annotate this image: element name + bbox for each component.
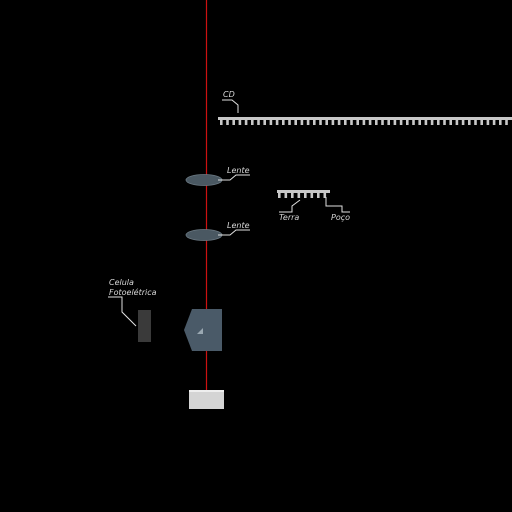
land-label: Terra bbox=[279, 213, 299, 222]
pit-tooth bbox=[300, 119, 304, 125]
pit-tooth bbox=[344, 119, 347, 125]
pit-tooth bbox=[461, 119, 465, 125]
pit-tooth bbox=[362, 119, 366, 125]
pit-tooth bbox=[430, 119, 434, 125]
pit-tooth bbox=[304, 192, 307, 198]
pit-tooth bbox=[356, 119, 359, 125]
lens-bottom-label: Lente bbox=[227, 221, 250, 230]
laser-emitter-icon bbox=[189, 390, 224, 409]
emitter-highlight bbox=[189, 390, 224, 392]
cd-label: CD bbox=[223, 90, 235, 99]
pit-tooth bbox=[375, 119, 378, 125]
pit-tooth bbox=[319, 119, 322, 125]
pit-tooth bbox=[310, 192, 314, 198]
pit-tooth bbox=[220, 119, 223, 125]
detail-pits bbox=[278, 192, 327, 198]
pit-tooth bbox=[294, 119, 297, 125]
lens-bottom-leader bbox=[218, 229, 250, 236]
cd-surface bbox=[218, 117, 512, 120]
photocell-leader bbox=[108, 296, 137, 327]
cd-leader bbox=[222, 99, 239, 113]
pit-tooth bbox=[278, 192, 281, 198]
pit-tooth bbox=[492, 119, 496, 125]
pit-tooth bbox=[449, 119, 452, 125]
pit-tooth bbox=[244, 119, 248, 125]
pit-tooth bbox=[291, 192, 294, 198]
lens-bottom-icon bbox=[185, 229, 223, 241]
pit-tooth bbox=[443, 119, 446, 125]
pit-tooth bbox=[251, 119, 254, 125]
pit-tooth bbox=[323, 192, 327, 198]
detail-surface bbox=[277, 190, 330, 193]
pit-tooth bbox=[480, 119, 483, 125]
pit-tooth bbox=[393, 119, 397, 125]
pit-tooth bbox=[232, 119, 235, 125]
photocell-label-line1: Celula bbox=[109, 278, 134, 287]
land-pit-detail bbox=[277, 190, 330, 198]
pit-tooth bbox=[297, 192, 301, 198]
pit-tooth bbox=[486, 119, 490, 125]
photocell-icon bbox=[138, 310, 151, 342]
pit-tooth bbox=[288, 119, 291, 125]
pit-leader bbox=[325, 197, 350, 213]
pit-tooth bbox=[331, 119, 335, 125]
pit-tooth bbox=[437, 119, 440, 125]
pit-tooth bbox=[412, 119, 415, 125]
pit-tooth bbox=[275, 119, 279, 125]
lens-top-icon bbox=[185, 174, 223, 186]
pit-tooth bbox=[424, 119, 428, 125]
pit-tooth bbox=[269, 119, 273, 125]
pit-tooth bbox=[325, 119, 328, 125]
pit-tooth bbox=[399, 119, 403, 125]
pit-tooth bbox=[257, 119, 260, 125]
pit-tooth bbox=[455, 119, 459, 125]
lens-top-label: Lente bbox=[227, 166, 250, 175]
cd-pits bbox=[220, 119, 508, 125]
pit-tooth bbox=[350, 119, 353, 125]
pit-tooth bbox=[313, 119, 316, 125]
pit-tooth bbox=[468, 119, 471, 125]
pit-tooth bbox=[263, 119, 266, 125]
pit-tooth bbox=[284, 192, 288, 198]
pit-label: Poço bbox=[331, 213, 350, 222]
land-leader bbox=[279, 199, 301, 213]
pit-tooth bbox=[406, 119, 409, 125]
pit-tooth bbox=[368, 119, 372, 125]
pit-tooth bbox=[226, 119, 229, 125]
pit-tooth bbox=[317, 192, 320, 198]
leader-lines bbox=[108, 99, 350, 327]
pit-tooth bbox=[337, 119, 341, 125]
lens-top-leader bbox=[218, 174, 250, 181]
pit-tooth bbox=[505, 119, 508, 125]
pit-tooth bbox=[306, 119, 310, 125]
cd-track bbox=[218, 117, 512, 125]
pit-tooth bbox=[499, 119, 502, 125]
pit-tooth bbox=[282, 119, 285, 125]
pit-tooth bbox=[381, 119, 384, 125]
pit-tooth bbox=[387, 119, 390, 125]
pit-tooth bbox=[238, 119, 242, 125]
prism-facet bbox=[197, 328, 203, 334]
pit-tooth bbox=[474, 119, 477, 125]
pit-tooth bbox=[418, 119, 421, 125]
photocell-label-line2: Fotoelétrica bbox=[109, 287, 157, 297]
